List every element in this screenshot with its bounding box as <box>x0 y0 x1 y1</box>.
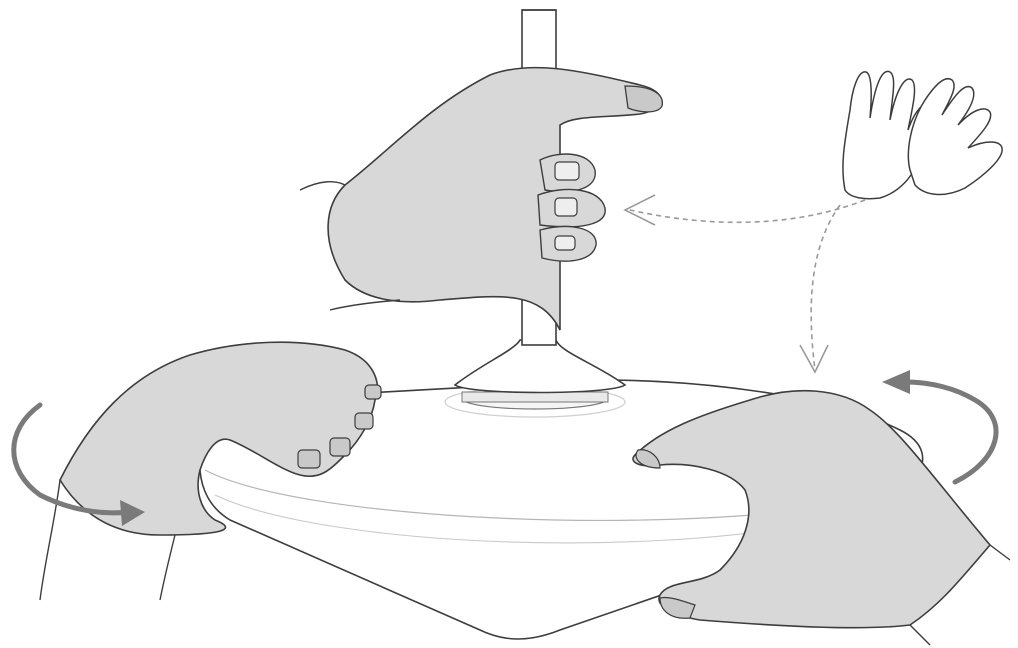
dashed-pointer-arrow-icon <box>625 195 865 372</box>
top-hand-gripping-pole <box>300 68 662 330</box>
stand-foot <box>455 340 625 393</box>
two-hands-icon <box>843 71 1002 198</box>
